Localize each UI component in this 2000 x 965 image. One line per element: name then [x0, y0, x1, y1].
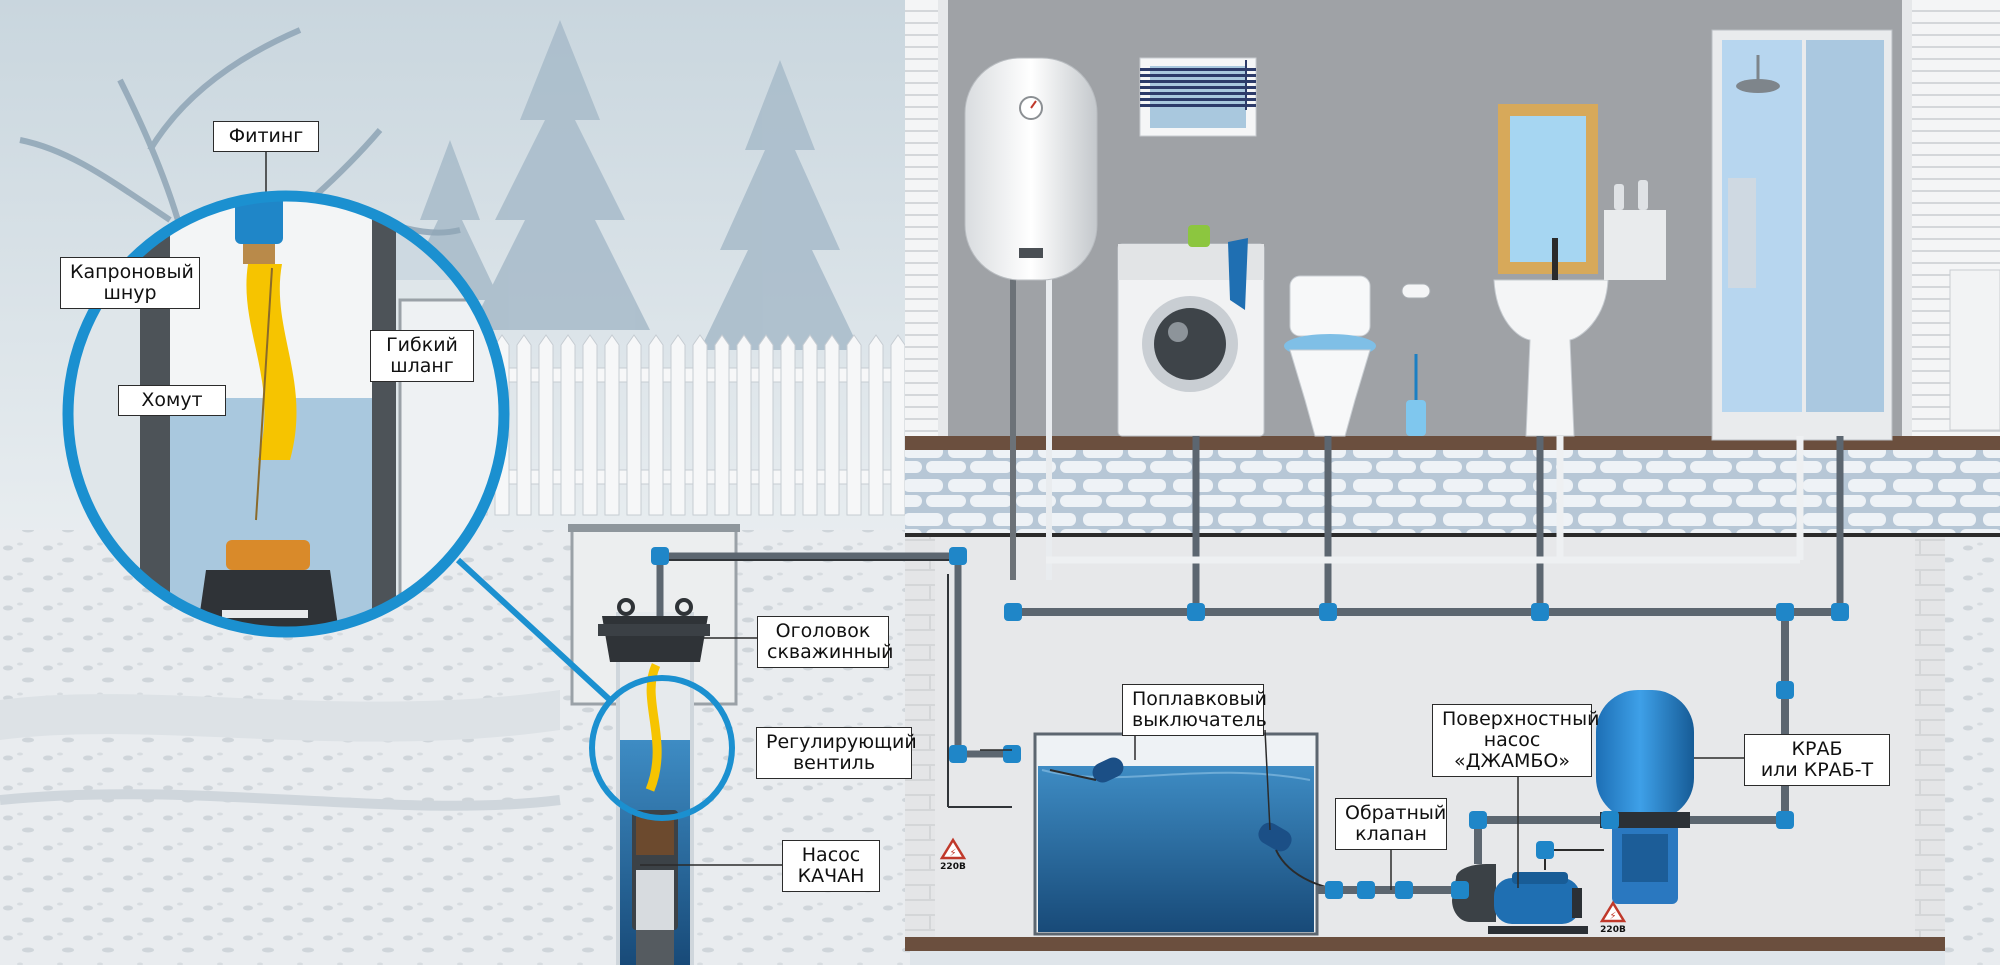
label-accumulator: КРАБ или КРАБ-Т: [1744, 734, 1890, 786]
pipe-fittings: [651, 547, 1849, 899]
label-fitting: Фитинг: [213, 121, 319, 152]
label-surface-pump: Поверхностный насос «ДЖАМБО»: [1432, 704, 1599, 777]
warning-sign-right: ⚡: [1599, 900, 1627, 923]
well-head: [598, 598, 710, 662]
water-heater: [964, 57, 1098, 580]
label-well-head: Оголовок скважинный: [757, 616, 893, 668]
shower-cabin: [1711, 29, 1893, 441]
label-flex-hose: Гибкий шланг: [370, 330, 474, 382]
accumulator-tank: [1596, 690, 1694, 904]
svg-text:⚡: ⚡: [1609, 911, 1616, 922]
warning-voltage-right: 220В: [1600, 925, 1626, 935]
label-pump-kachan: Насос КАЧАН: [782, 840, 880, 892]
toilet: [1284, 275, 1431, 437]
label-valve: Регулирующий вентиль: [756, 727, 917, 779]
submersible-pump: [632, 810, 678, 965]
label-clamp: Хомут: [118, 385, 226, 416]
svg-text:⚡: ⚡: [949, 848, 956, 859]
washing-machine: [1117, 225, 1265, 437]
surface-pump: [1452, 864, 1588, 934]
window: [1139, 57, 1257, 137]
sink: [1493, 104, 1666, 437]
warning-sign-left: ⚡: [939, 837, 967, 860]
label-kapron-cord: Капроновый шнур: [60, 257, 200, 309]
warning-voltage-left: 220В: [940, 862, 966, 872]
storage-tank: [1033, 732, 1319, 936]
label-check-valve: Обратный клапан: [1335, 798, 1447, 850]
label-float-switch: Поплавковый выключатель: [1122, 684, 1267, 736]
